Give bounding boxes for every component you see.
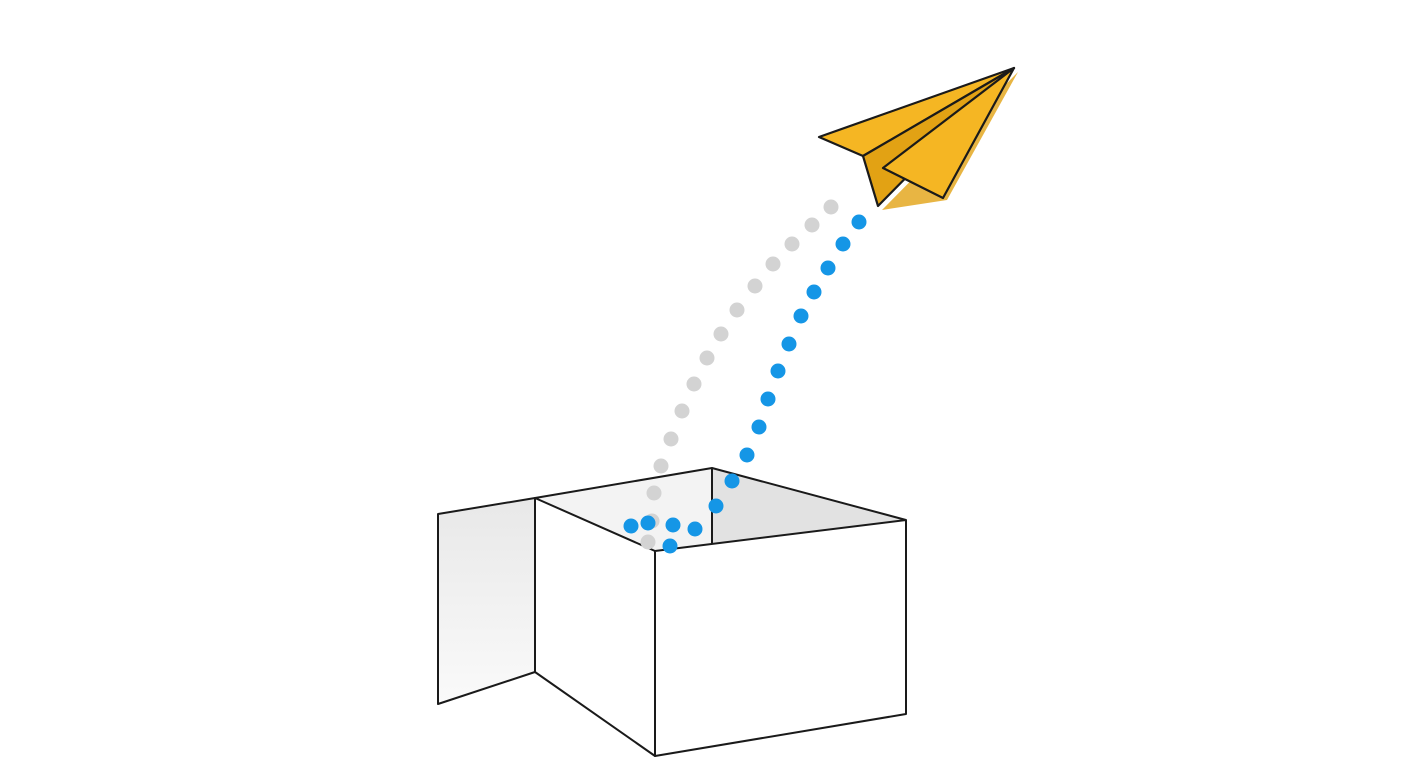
gray-trail-dot: [653, 458, 669, 474]
gray-trail-dot: [747, 278, 763, 294]
blue-trail-dot: [820, 260, 836, 276]
gray-trail-dot: [646, 485, 662, 501]
gray-trail-dot: [823, 199, 839, 215]
gray-trail-dot: [674, 403, 690, 419]
blue-trail-dot: [835, 236, 851, 252]
gray-trail-dot: [804, 217, 820, 233]
box-left-flap: [437, 497, 536, 705]
blue-trail-dot: [781, 336, 797, 352]
gray-trail-dot: [640, 534, 656, 550]
gray-trail-dot: [699, 350, 715, 366]
blue-trail-dot: [770, 363, 786, 379]
blue-trail-dot: [760, 391, 776, 407]
blue-trail-dot: [640, 515, 656, 531]
blue-trail-dot: [665, 517, 681, 533]
open-box: [437, 467, 907, 757]
gray-trail-dot: [663, 431, 679, 447]
blue-trail-dot: [793, 308, 809, 324]
blue-trail-dot: [751, 419, 767, 435]
gray-trail-dot: [686, 376, 702, 392]
box-back-rim: [534, 467, 907, 521]
gray-trail-dot: [729, 302, 745, 318]
blue-dotted-trail: [623, 214, 867, 554]
gray-trail-dot: [765, 256, 781, 272]
blue-trail-dot: [708, 498, 724, 514]
gray-trail-dot: [713, 326, 729, 342]
paper-plane: [817, 66, 1018, 210]
blue-trail-dot: [739, 447, 755, 463]
blue-trail-dot: [687, 521, 703, 537]
gray-dotted-trail: [640, 199, 839, 550]
gray-trail-dot: [784, 236, 800, 252]
box-front-right-face: [654, 519, 907, 757]
plane-right-wing: [881, 66, 1016, 200]
blue-trail-dot: [662, 538, 678, 554]
blue-trail-dot: [724, 473, 740, 489]
blue-trail-dot: [851, 214, 867, 230]
blue-trail-dot: [623, 518, 639, 534]
blue-trail-dot: [806, 284, 822, 300]
